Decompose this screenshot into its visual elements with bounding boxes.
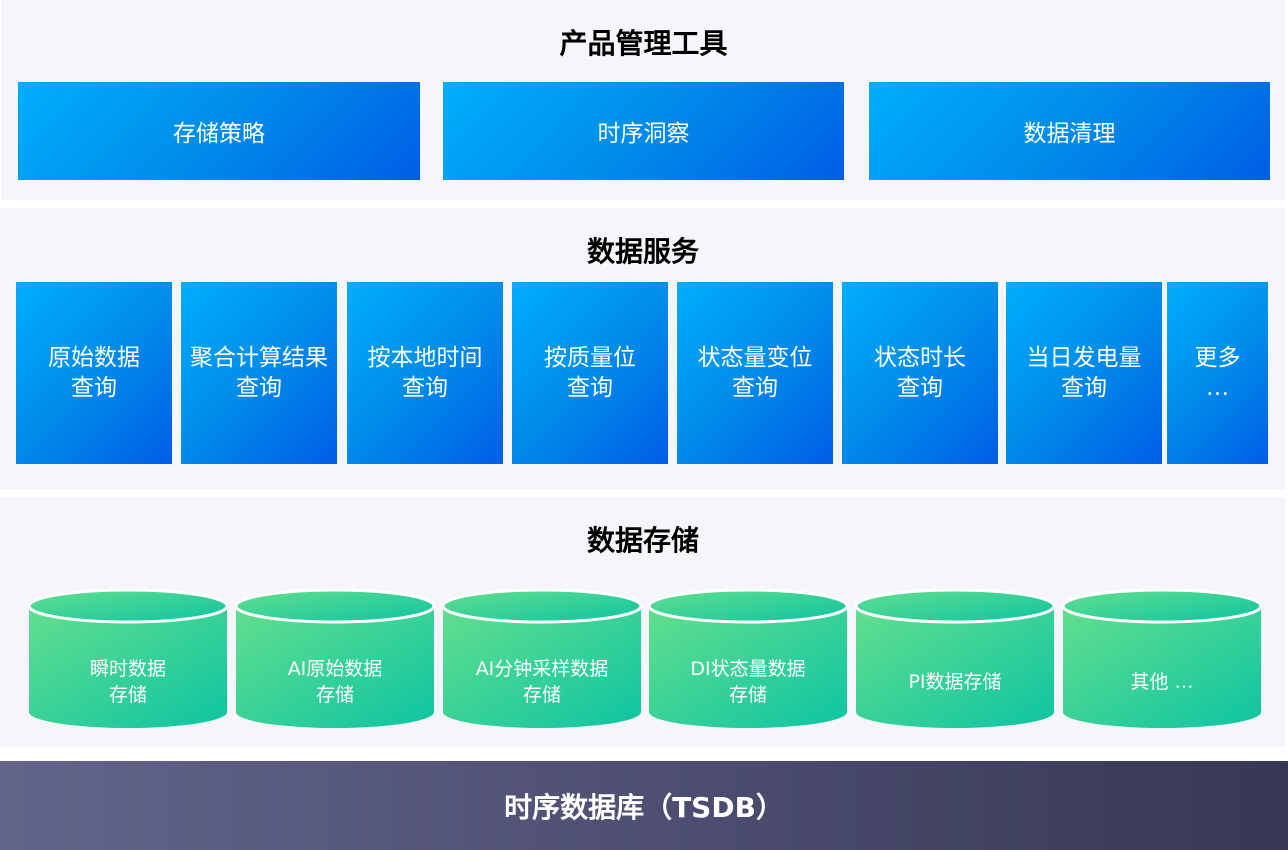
storage-cylinder: 其他 …	[1062, 587, 1262, 730]
data-storage-title: 数据存储	[586, 524, 699, 557]
service-item[interactable]: 原始数据 查询	[16, 282, 172, 464]
storage-label: DI状态量数据 存储	[690, 657, 806, 706]
cylinder-shape	[648, 588, 848, 728]
service-item[interactable]: 当日发电量 查询	[1006, 282, 1162, 464]
storage-cylinder: AI原始数据 存储	[235, 587, 435, 730]
cylinder-shape	[235, 588, 435, 728]
storage-cylinder: PI数据存储	[855, 587, 1055, 730]
storage-cylinder: DI状态量数据 存储	[648, 587, 848, 730]
cylinder-shape	[442, 588, 642, 728]
storage-label: 瞬时数据 存储	[89, 657, 166, 706]
service-item[interactable]: 按质量位 查询	[512, 282, 668, 464]
storage-cylinder: AI分钟采样数据 存储	[442, 587, 642, 730]
storage-label: 其他 …	[1130, 670, 1194, 693]
cylinder-shape	[1062, 588, 1262, 728]
tool-data-cleanup[interactable]: 数据清理	[869, 82, 1270, 180]
service-item[interactable]: 按本地时间 查询	[347, 282, 503, 464]
tool-timeseries-insight[interactable]: 时序洞察	[443, 82, 844, 180]
data-services-title: 数据服务	[586, 235, 699, 268]
cylinder-shape	[855, 588, 1055, 728]
storage-label: PI数据存储	[908, 670, 1002, 693]
service-item[interactable]: 更多 …	[1167, 282, 1268, 464]
storage-cylinder: 瞬时数据 存储	[28, 587, 228, 730]
storage-label: AI原始数据 存储	[287, 657, 383, 706]
tsdb-footer: 时序数据库（TSDB）	[0, 761, 1288, 850]
service-item[interactable]: 状态时长 查询	[842, 282, 998, 464]
cylinder-shape	[28, 588, 228, 728]
service-item[interactable]: 状态量变位 查询	[677, 282, 833, 464]
tool-storage-policy[interactable]: 存储策略	[18, 82, 420, 180]
storage-label: AI分钟采样数据 存储	[475, 657, 609, 706]
service-item[interactable]: 聚合计算结果 查询	[181, 282, 337, 464]
product-tools-title: 产品管理工具	[559, 27, 728, 60]
